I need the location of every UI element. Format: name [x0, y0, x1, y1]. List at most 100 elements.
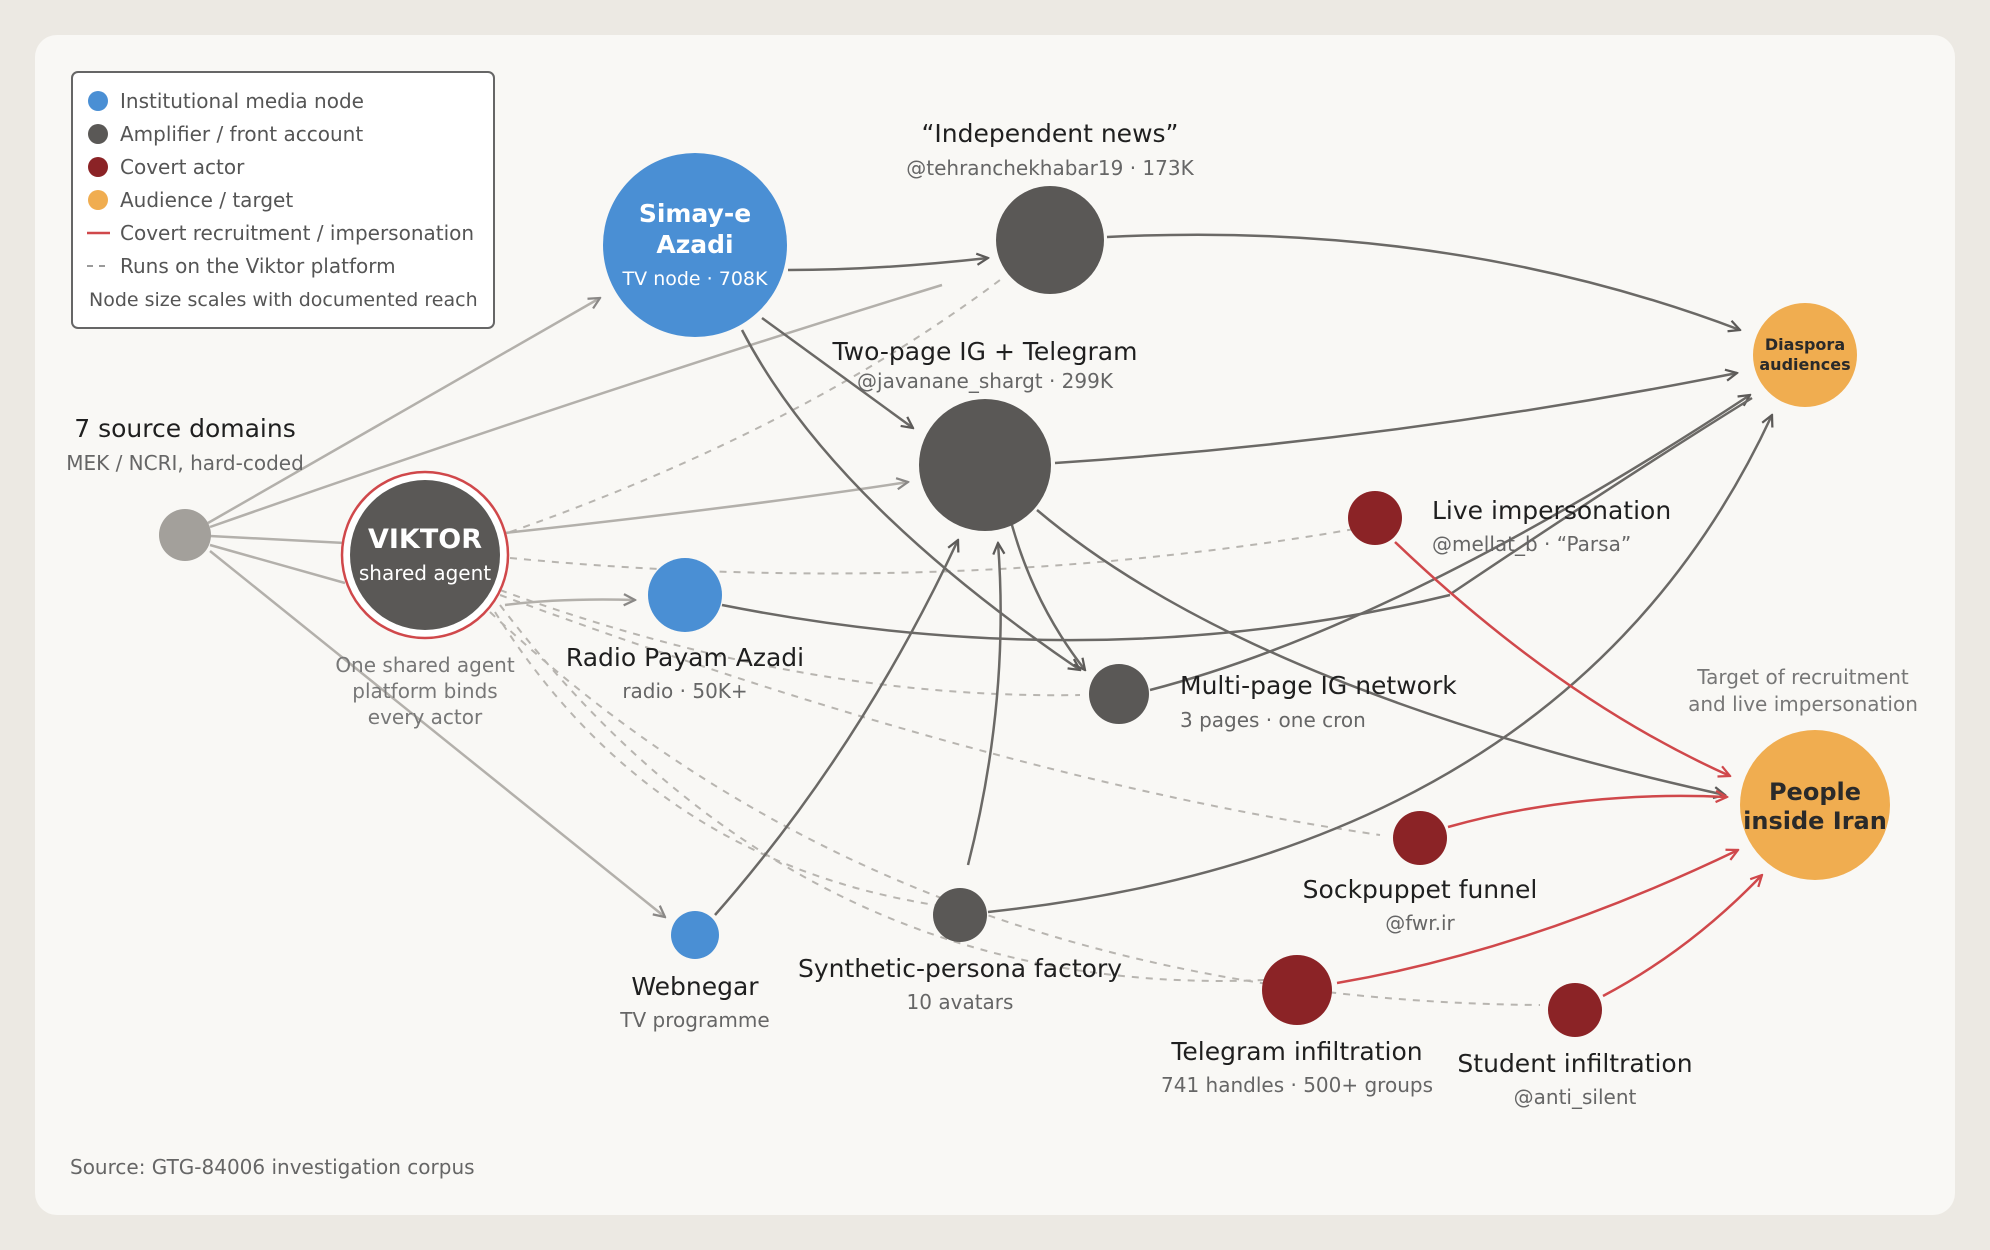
- diaspora-line1: Diaspora: [1765, 335, 1845, 354]
- source-subtitle: MEK / NCRI, hard-coded: [66, 451, 304, 475]
- simaye-title-line2: Azadi: [656, 230, 733, 259]
- source-domains-node: [159, 509, 211, 561]
- legend-covert-label: Covert actor: [120, 155, 245, 179]
- edge-webnegar-twopage: [714, 540, 958, 916]
- simaye-subtitle: TV node · 708K: [622, 268, 768, 290]
- in-node-labels: VIKTOR shared agent Simay-e Azadi TV nod…: [359, 199, 768, 585]
- sockpuppet-node: [1393, 811, 1447, 865]
- edge-telegram-people: [1336, 850, 1738, 985]
- radio-node: [648, 558, 722, 632]
- edge-radio-live: [721, 593, 1451, 642]
- live-subtitle: @mellat_b · “Parsa”: [1432, 532, 1631, 556]
- live-title: Live impersonation: [1432, 496, 1671, 525]
- dashed-edge-viktor-sock: [499, 594, 1381, 836]
- webnegar-title: Webnegar: [631, 972, 759, 1001]
- telegram-subtitle: 741 handles · 500+ groups: [1161, 1073, 1433, 1097]
- edge-simaye-twopage: [761, 316, 913, 428]
- legend-audience-label: Audience / target: [120, 188, 293, 212]
- legend-recruitment-label: Covert recruitment / impersonation: [120, 221, 474, 245]
- dashed-edge-viktor-indep: [509, 279, 1001, 533]
- webnegar-subtitle: TV programme: [619, 1008, 769, 1032]
- dashed-edge-viktor-synth: [494, 611, 936, 906]
- people-note-line1: Target of recruitment: [1696, 665, 1909, 689]
- people-note-line2: and live impersonation: [1688, 692, 1918, 716]
- simaye-title-line1: Simay-e: [639, 199, 751, 228]
- edge-simaye-multi: [740, 329, 1080, 670]
- indep-title: “Independent news”: [921, 119, 1178, 148]
- legend-institutional-label: Institutional media node: [120, 89, 364, 113]
- webnegar-node: [671, 911, 719, 959]
- twopage-title: Two-page IG + Telegram: [832, 337, 1138, 366]
- people-line1: People: [1769, 778, 1861, 806]
- edge-source-viktor: [209, 534, 346, 545]
- legend-covert-dot: [88, 157, 108, 177]
- legend-platform-label: Runs on the Viktor platform: [120, 254, 396, 278]
- source-edges: [207, 283, 943, 917]
- viktor-title: VIKTOR: [368, 524, 482, 555]
- edge-source-simaye: [207, 298, 600, 525]
- sockpuppet-title: Sockpuppet funnel: [1303, 875, 1538, 904]
- recruitment-edges: [1336, 541, 1762, 998]
- student-infiltration-node: [1548, 983, 1602, 1037]
- edge-viktor-twopage: [504, 482, 908, 535]
- edge-simaye-indep: [787, 258, 988, 272]
- people-line2: inside Iran: [1743, 807, 1887, 835]
- edge-synth-twopage: [966, 543, 1001, 866]
- dashed-edge-viktor-multi: [499, 589, 1081, 697]
- edge-synth-diaspora: [987, 415, 1772, 914]
- edge-multi-diaspora: [1149, 395, 1750, 692]
- amplifier-edges: [714, 233, 1772, 916]
- edge-source-viktor-2: [209, 543, 346, 585]
- twopage-subtitle: @javanane_shargt · 299K: [857, 369, 1114, 393]
- edge-twopage-multi: [1006, 509, 1085, 670]
- synthetic-persona-node: [933, 888, 987, 942]
- dashed-edge-viktor-live: [509, 527, 1361, 575]
- synth-subtitle: 10 avatars: [907, 990, 1014, 1014]
- audience-labels: Diaspora audiences People inside Iran: [1743, 335, 1887, 835]
- legend-note: Node size scales with documented reach: [89, 289, 478, 311]
- multipage-subtitle: 3 pages · one cron: [1180, 708, 1366, 732]
- viktor-note-line2: platform binds: [352, 679, 497, 703]
- edge-live-diaspora: [1451, 396, 1753, 595]
- student-subtitle: @anti_silent: [1514, 1085, 1637, 1109]
- source-title: 7 source domains: [74, 414, 295, 443]
- source-note: Source: GTG-84006 investigation corpus: [70, 1155, 475, 1179]
- edge-twopage-diaspora: [1054, 373, 1737, 465]
- legend-amplifier-label: Amplifier / front account: [120, 122, 363, 146]
- telegram-title: Telegram infiltration: [1170, 1037, 1422, 1066]
- edge-indep-diaspora: [1106, 233, 1740, 330]
- legend-amplifier-dot: [88, 124, 108, 144]
- platform-edges: [489, 279, 1541, 1006]
- legend-institutional-dot: [88, 91, 108, 111]
- radio-title: Radio Payam Azadi: [566, 643, 804, 672]
- viktor-note-line3: every actor: [368, 705, 483, 729]
- edge-source-indep: [209, 283, 943, 529]
- simaye-node: [603, 153, 787, 337]
- edge-sock-people: [1447, 796, 1727, 829]
- multipage-node: [1089, 664, 1149, 724]
- diaspora-line2: audiences: [1759, 355, 1850, 374]
- independent-news-node: [996, 186, 1104, 294]
- radio-subtitle: radio · 50K+: [622, 679, 747, 703]
- people-node: [1740, 730, 1890, 880]
- edge-twopage-people: [1036, 509, 1725, 795]
- live-impersonation-node: [1348, 491, 1402, 545]
- legend-audience-dot: [88, 190, 108, 210]
- viktor-node: [350, 480, 500, 630]
- diaspora-node: [1753, 303, 1857, 407]
- edge-student-people: [1602, 875, 1762, 998]
- indep-subtitle: @tehranchekhabar19 · 173K: [906, 156, 1194, 180]
- viktor-subtitle: shared agent: [359, 561, 491, 585]
- student-title: Student infiltration: [1457, 1049, 1692, 1078]
- edge-live-people: [1394, 541, 1730, 776]
- edge-viktor-radio: [504, 600, 635, 605]
- telegram-infiltration-node: [1262, 955, 1332, 1025]
- legend: Institutional media node Amplifier / fro…: [71, 71, 495, 329]
- viktor-note-line1: One shared agent: [335, 653, 515, 677]
- legend-frame: [71, 71, 495, 329]
- edge-source-webnegar: [209, 550, 665, 917]
- multipage-title: Multi-page IG network: [1180, 671, 1457, 700]
- twopage-node: [919, 399, 1051, 531]
- sockpuppet-subtitle: @fwr.ir: [1385, 911, 1455, 935]
